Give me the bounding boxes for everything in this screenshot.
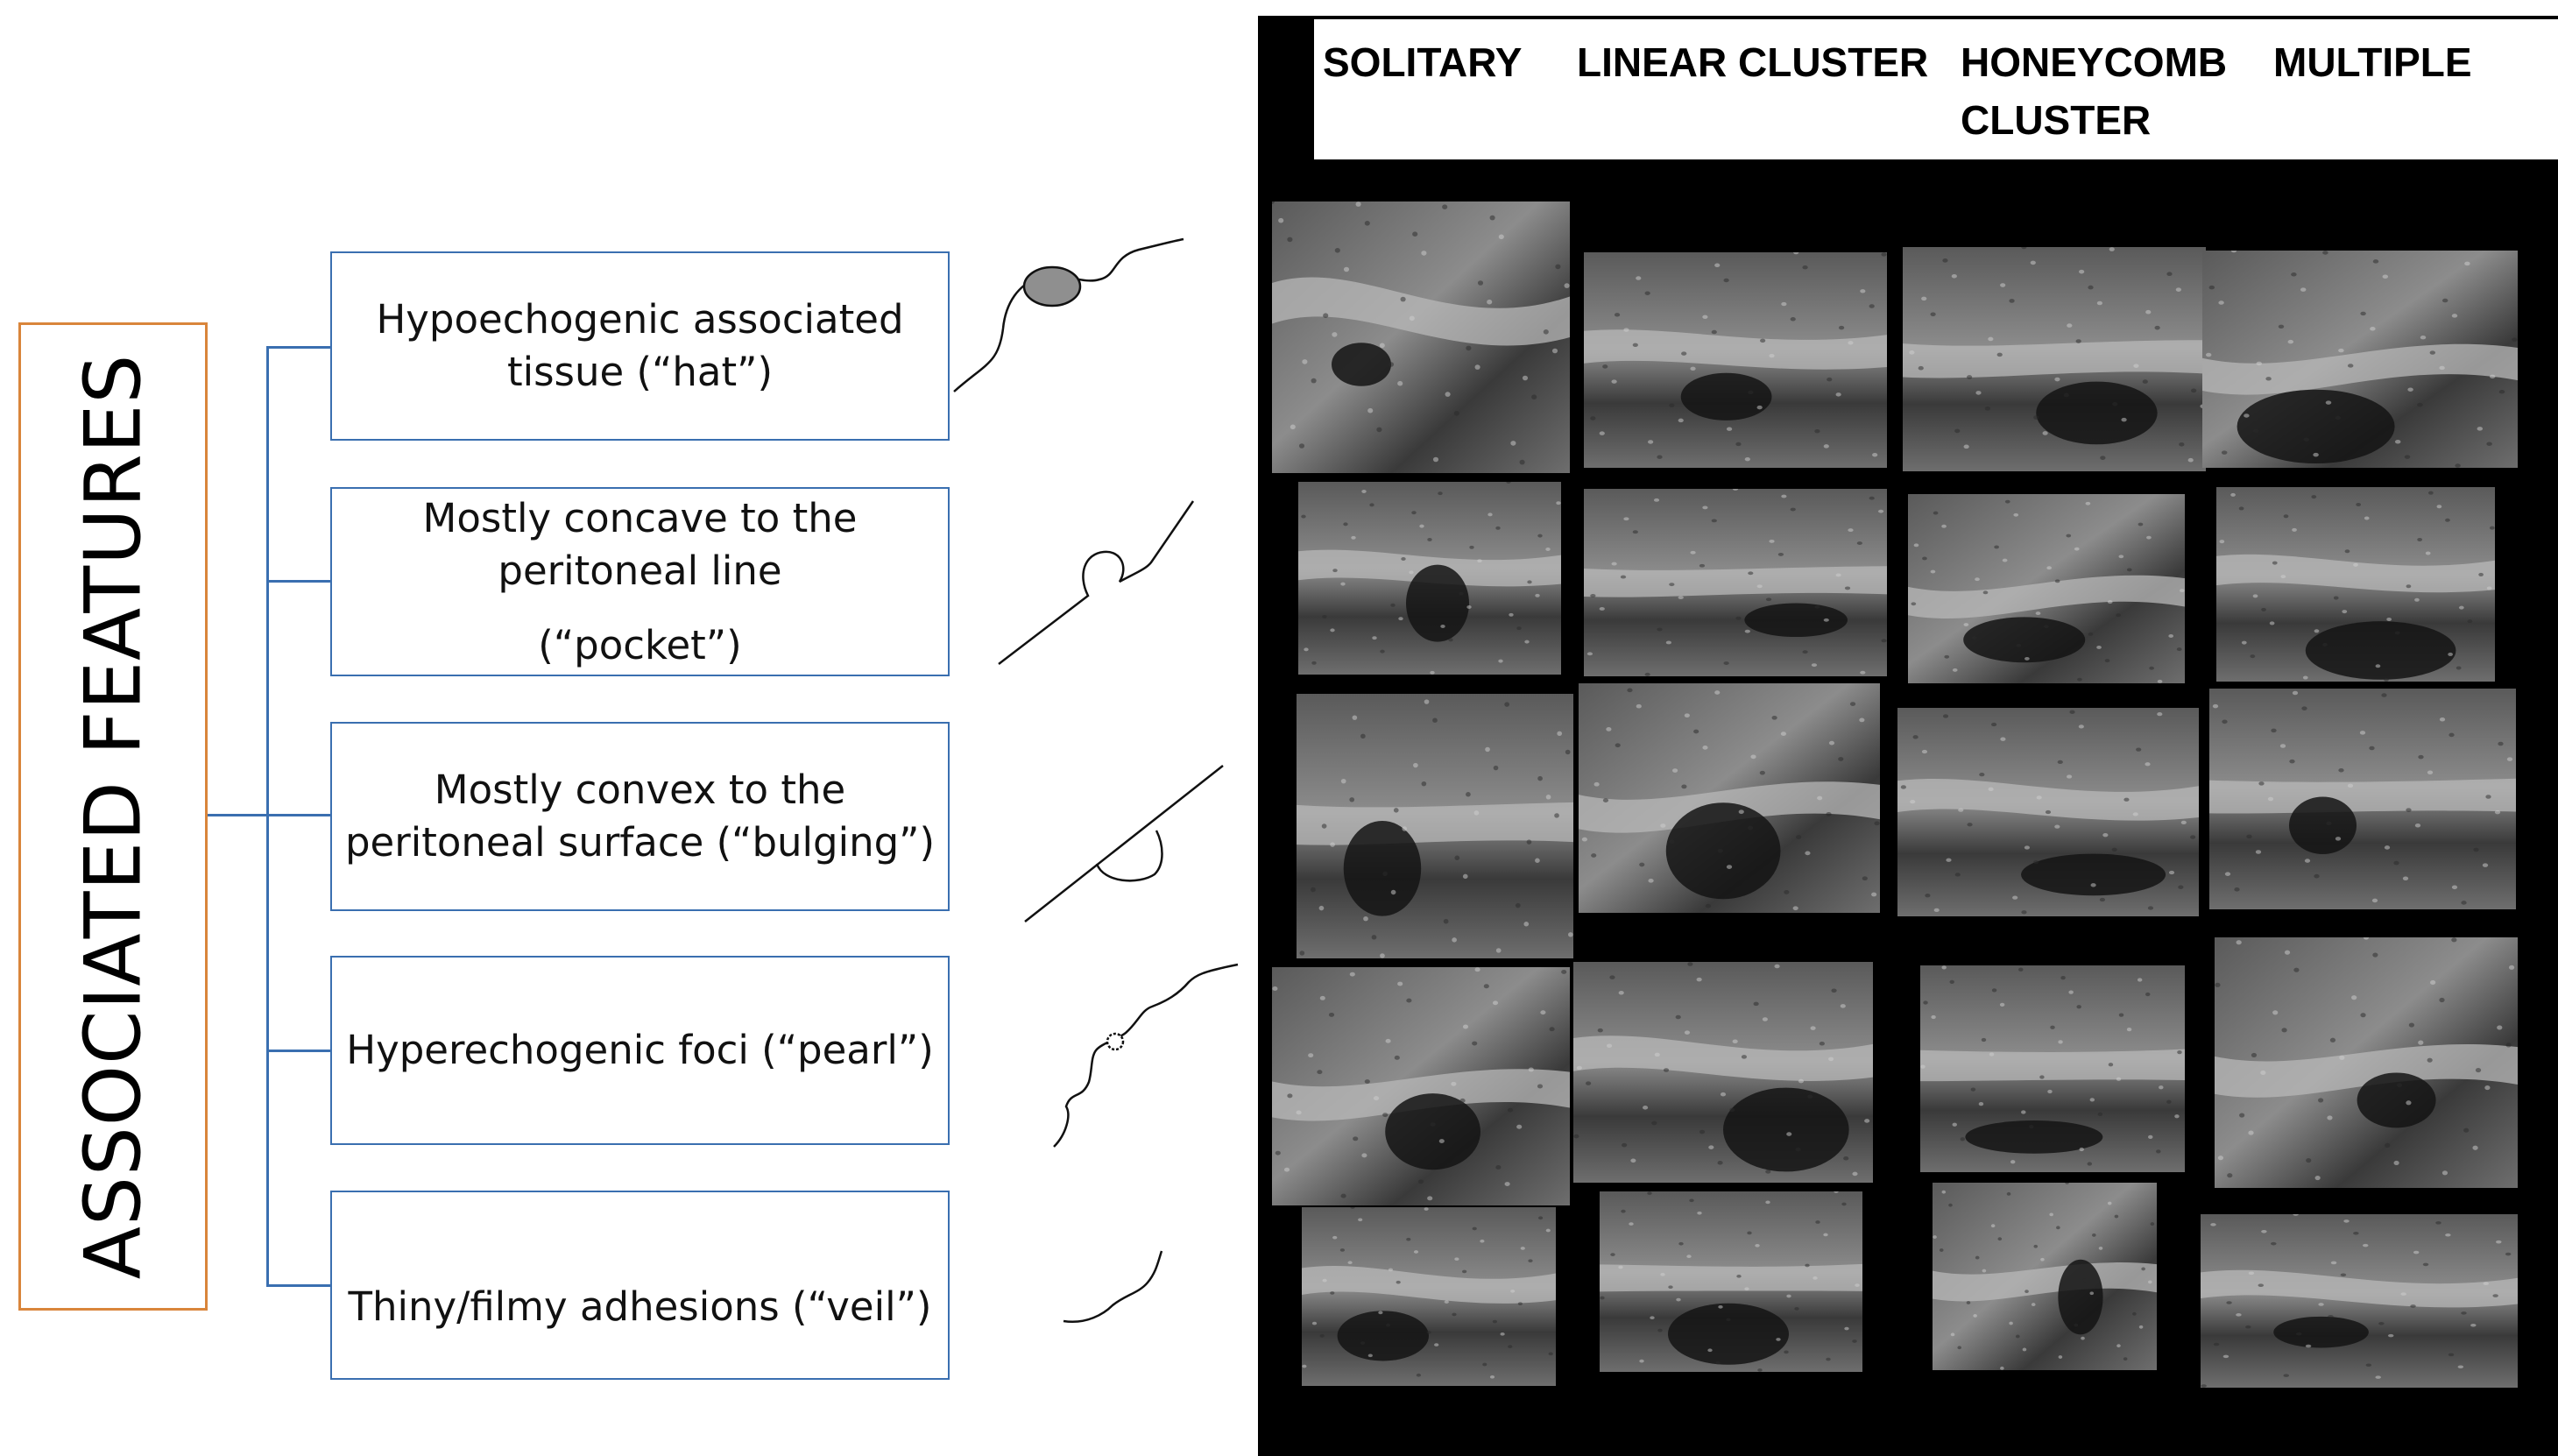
column-header-solitary: SOLITARY [1323, 39, 1523, 85]
ultrasound-honeycomb-pocket [1908, 494, 2185, 683]
ultrasound-linear-cluster-hat [1584, 252, 1887, 468]
ultrasound-solitary-pocket [1298, 482, 1561, 675]
hat-sketch-icon [953, 237, 1184, 392]
feature-box-hat: Hypoechogenic associated tissue (“hat”) [330, 251, 950, 441]
feature-box-veil: Thiny/filmy adhesions (“veil”) [330, 1191, 950, 1380]
ultrasound-linear-cluster-pocket [1584, 489, 1887, 676]
ultrasound-multiple-veil [2201, 1214, 2518, 1388]
connector-branch-pearl [266, 1050, 330, 1052]
ultrasound-honeycomb-hat [1903, 247, 2206, 471]
ultrasound-linear-cluster-bulging [1579, 683, 1880, 913]
connector-branch-bulging [266, 814, 330, 816]
diagram-title: ASSOCIATED FEATURES [67, 353, 159, 1280]
column-header-bar [1314, 19, 2558, 159]
ultrasound-solitary-hat [1272, 201, 1570, 473]
ultrasound-linear-cluster-veil [1600, 1191, 1862, 1372]
ultrasound-solitary-pearl [1272, 967, 1570, 1205]
pocket-sketch-icon [998, 500, 1195, 665]
connector-stem [208, 814, 267, 816]
pearl-sketch-icon [1053, 963, 1239, 1148]
ultrasound-honeycomb-bulging [1897, 708, 2199, 916]
ultrasound-multiple-hat [2202, 251, 2518, 468]
ultrasound-honeycomb-pearl [1920, 965, 2185, 1172]
feature-pocket-line3: (“pocket”) [538, 621, 742, 668]
feature-hat-line1: Hypoechogenic associated [376, 296, 904, 343]
title-frame [18, 322, 208, 1311]
feature-box-pocket: Mostly concave to the peritoneal line (“… [330, 487, 950, 676]
ultrasound-honeycomb-veil [1933, 1183, 2157, 1370]
column-header-multiple: MULTIPLE [2273, 39, 2472, 85]
ultrasound-linear-cluster-pearl [1573, 962, 1873, 1183]
ultrasound-multiple-bulging [2209, 689, 2516, 909]
feature-bulging-line1: Mostly convex to the [434, 767, 846, 813]
column-header-linear-cluster: LINEAR CLUSTER [1577, 39, 1929, 85]
connector-branch-hat [266, 346, 330, 349]
ultrasound-solitary-veil [1302, 1207, 1556, 1386]
ultrasound-multiple-pocket [2216, 487, 2495, 682]
ultrasound-multiple-pearl [2215, 937, 2518, 1188]
connector-branch-pocket [266, 580, 330, 583]
connector-branch-veil [266, 1284, 330, 1287]
feature-box-pearl: Hyperechogenic foci (“pearl”) [330, 956, 950, 1145]
feature-veil-line1: Thiny/filmy adhesions (“veil”) [348, 1283, 932, 1330]
bulging-sketch-icon [1024, 765, 1224, 922]
veil-sketch-icon [1063, 1250, 1163, 1324]
feature-bulging-line2: peritoneal surface (“bulging”) [344, 819, 936, 866]
feature-pearl-line1: Hyperechogenic foci (“pearl”) [346, 1027, 934, 1073]
feature-hat-line2: tissue (“hat”) [506, 349, 773, 395]
feature-pocket-line1: Mostly concave to the [422, 494, 858, 541]
column-header-honeycomb-cluster: HONEYCOMB CLUSTER [1961, 39, 2228, 143]
ultrasound-solitary-bulging [1297, 694, 1573, 958]
feature-pocket-line2: peritoneal line [498, 547, 782, 594]
feature-box-bulging: Mostly convex to the peritoneal surface … [330, 722, 950, 911]
